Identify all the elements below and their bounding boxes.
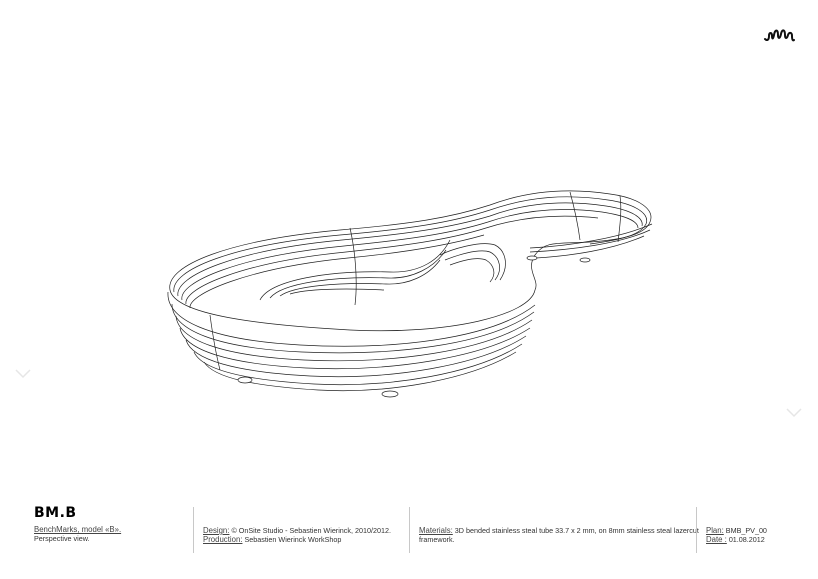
footer-divider-1 (193, 507, 194, 553)
plan-info: Plan: BMB_PV_00 (706, 526, 767, 535)
date-value: 01.08.2012 (728, 535, 765, 544)
design-value: © OnSite Studio - Sebastien Wierinck, 20… (231, 526, 391, 535)
production-label: Production: (203, 535, 243, 544)
plan-label: Plan: (706, 526, 724, 535)
next-chevron-down-icon[interactable] (786, 408, 802, 418)
production-value: Sebastien Wierinck WorkShop (244, 535, 342, 544)
bench-perspective-drawing (167, 190, 653, 398)
footer-divider-2 (409, 507, 410, 553)
materials-label: Materials: (419, 526, 453, 535)
materials-value: 3D bended stainless steal tube 33.7 x 2 … (454, 526, 699, 535)
footer-divider-3 (696, 507, 697, 553)
materials-info: Materials: 3D bended stainless steal tub… (419, 526, 699, 535)
design-credit: Design: © OnSite Studio - Sebastien Wier… (203, 526, 391, 535)
model-subtitle: BenchMarks, model «B». (34, 525, 121, 534)
plan-value: BMB_PV_00 (725, 526, 767, 535)
date-info: Date : 01.08.2012 (706, 535, 765, 544)
view-description: Perspective view. (34, 534, 90, 543)
hand-wave-logo-icon[interactable] (763, 24, 795, 46)
prev-chevron-down-icon[interactable] (15, 369, 31, 379)
materials-info-continued: framework. (419, 535, 455, 544)
date-label: Date : (706, 535, 727, 544)
design-label: Design: (203, 526, 230, 535)
model-subtitle-text: BenchMarks, model «B». (34, 525, 122, 534)
drawing-title: BM.B (34, 505, 77, 521)
production-credit: Production: Sebastien Wierinck WorkShop (203, 535, 341, 544)
